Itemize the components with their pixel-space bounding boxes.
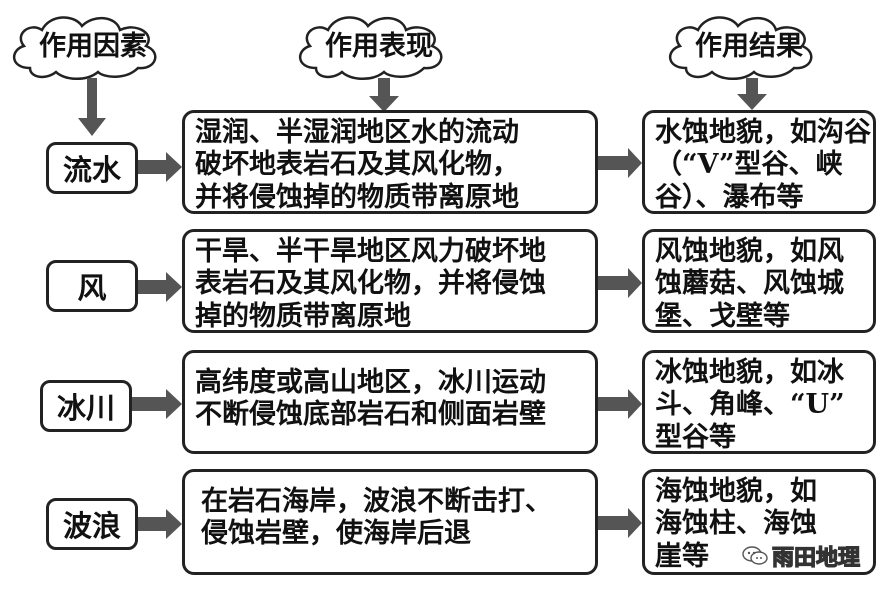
down-arrow-result [737,78,767,110]
header-factor: 作用因素 [39,31,147,62]
down-arrow-factor [78,78,106,136]
right-arrow-row-1-b [598,148,642,178]
factor-wind: 风 [46,260,138,312]
factor-waves: 波浪 [46,498,138,550]
manifestation-flowing-water: 湿润、半湿润地区水的流动 破坏地表岩石及其风化物， 并将侵蚀掉的物质带离原地 [182,110,598,214]
right-arrow-row-4-b [598,508,642,538]
right-arrow-row-3-b [598,389,642,419]
right-arrow-row-1-a [138,152,182,182]
watermark: 雨田地理 [742,540,861,572]
manifestation-glacier: 高纬度或高山地区，冰川运动 不断侵蚀底部岩石和侧面岩壁 [182,350,598,454]
wechat-icon [742,546,768,565]
manifestation-waves: 在岩石海岸，波浪不断击打、 侵蚀岩壁，使海岸后退 [182,469,598,575]
result-glacier: 冰蚀地貌，如冰 斗、角峰、“U” 型谷等 [642,350,876,454]
result-flowing-water: 水蚀地貌，如沟谷 （“V”型谷、峡 谷）、瀑布等 [642,110,876,214]
cloud-shape-factor [13,16,157,80]
factor-flowing-water: 流水 [46,142,138,194]
watermark-text: 雨田地理 [771,545,861,571]
cloud-shape-manifestation [299,16,443,80]
manifestation-wind: 干旱、半干旱地区风力破坏地 表岩石及其风化物，并将侵蚀 掉的物质带离原地 [182,229,598,333]
result-wind: 风蚀地貌，如风 蚀蘑菇、风蚀城 堡、戈壁等 [642,229,876,333]
right-arrow-row-2-a [138,272,182,302]
result-waves: 海蚀地貌，如 海蚀柱、海蚀 崖等 [642,469,876,575]
cloud-shape-result [669,16,813,80]
right-arrow-row-4-a [138,509,182,539]
down-arrow-manifestation [369,78,399,112]
factor-glacier: 冰川 [40,380,132,432]
header-result: 作用结果 [695,31,803,62]
right-arrow-row-3-a [132,389,182,419]
right-arrow-row-2-b [598,268,642,298]
header-manifestation: 作用表现 [325,31,433,62]
